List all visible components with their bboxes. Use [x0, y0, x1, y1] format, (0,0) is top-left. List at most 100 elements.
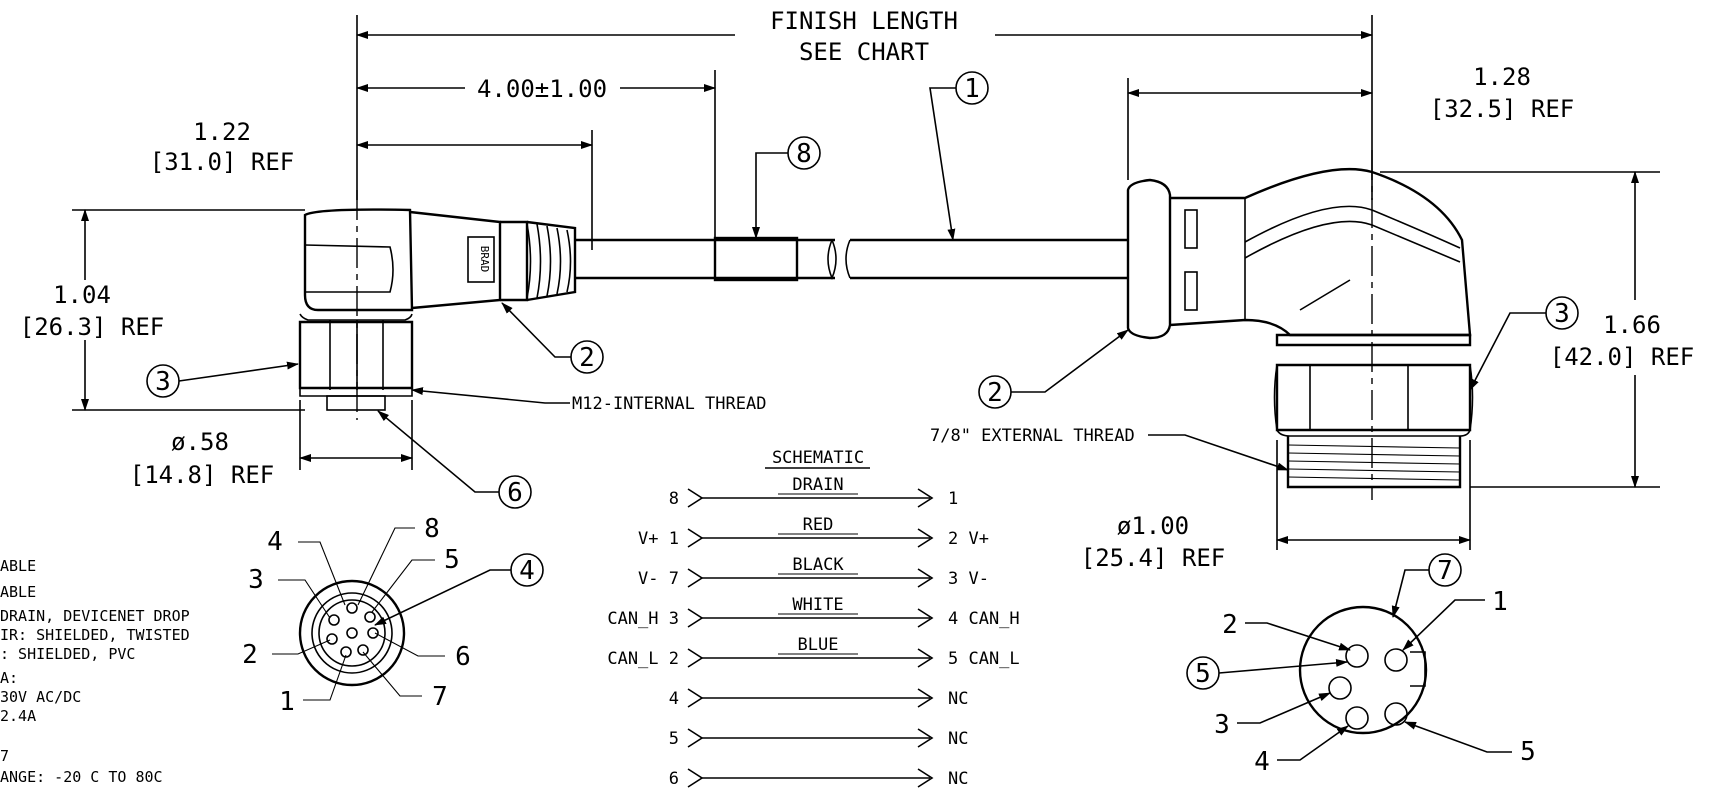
schematic-pin-arrow [917, 688, 934, 708]
note-line-8: 2.4A [0, 707, 36, 725]
note-line-10: ANGE: -20 C TO 80C [0, 768, 163, 786]
schematic-right-pin: 5 CAN_L [948, 649, 1020, 669]
right-face-view: 2 1 3 4 5 [1214, 587, 1536, 777]
brand-mark: BRAD [478, 246, 491, 273]
schematic-wire-color: RED [803, 515, 834, 535]
svg-text:3: 3 [1554, 299, 1570, 329]
left-pin-8 [346, 602, 358, 614]
schematic-wire-color: BLACK [792, 555, 844, 575]
schematic-pin-arrow [917, 768, 934, 788]
schematic-right-pin: 2 V+ [948, 529, 989, 549]
right-diameter-value: ø1.00 [1117, 512, 1189, 540]
note-line-1: ABLE [0, 557, 36, 575]
svg-text:5: 5 [1195, 659, 1211, 689]
left-height-ref: [26.3] REF [20, 313, 165, 341]
svg-text:5: 5 [1520, 737, 1536, 767]
schematic-left-pin: CAN_H 3 [607, 609, 679, 629]
schematic-pin-arrow [917, 608, 934, 628]
note-line-4: IR: SHIELDED, TWISTED [0, 626, 190, 644]
finish-length-label: FINISH LENGTH [770, 7, 958, 35]
schematic-left-pin: 6 [669, 769, 679, 788]
left-diameter-value: ø.58 [171, 428, 229, 456]
left-width-dimension: 1.22 [31.0] REF [150, 118, 593, 250]
note-line-5: : SHIELDED, PVC [0, 645, 135, 663]
strip-length-label: 4.00±1.00 [477, 75, 607, 103]
schematic-pin-arrow [917, 568, 934, 588]
svg-text:3: 3 [155, 367, 171, 397]
left-width-value: 1.22 [193, 118, 251, 146]
left-diameter-dimension: ø.58 [14.8] REF [130, 400, 413, 489]
note-line-3: DRAIN, DEVICENET DROP [0, 607, 190, 625]
callout-4: 4 [374, 553, 544, 626]
schematic-wire-color: WHITE [792, 595, 843, 615]
schematic-row: 5 NC [669, 728, 968, 749]
schematic-socket-chevron [687, 648, 704, 668]
svg-text:2: 2 [579, 343, 595, 373]
schematic-row: 4 NC [669, 688, 968, 709]
brad-logo [467, 236, 495, 283]
schematic-right-pin: NC [948, 689, 968, 709]
svg-text:1: 1 [964, 74, 980, 104]
schematic-left-pin: V+ 1 [638, 529, 679, 549]
callout-1: 1 [929, 71, 989, 241]
svg-text:2: 2 [242, 640, 258, 670]
right-78-connector [1126, 150, 1474, 500]
schematic-left-pin: 5 [669, 729, 679, 749]
schematic-socket-chevron [687, 528, 704, 548]
shrink-label [713, 236, 799, 282]
note-line-7: 30V AC/DC [0, 688, 81, 706]
svg-text:8: 8 [424, 514, 440, 544]
schematic-socket-chevron [687, 488, 704, 508]
svg-text:4: 4 [267, 527, 283, 557]
schematic-left-pin: CAN_L 2 [607, 649, 679, 669]
schematic-pin-arrow [917, 528, 934, 548]
left-width-ref: [31.0] REF [150, 148, 295, 176]
external-thread-label: 7/8" EXTERNAL THREAD [930, 426, 1289, 471]
callout-2-left: 2 [501, 302, 604, 374]
right-height-dimension: 1.66 [42.0] REF [1380, 171, 1694, 488]
finish-length-dimension: FINISH LENGTH SEE CHART [356, 7, 1373, 200]
svg-text:1: 1 [1492, 587, 1508, 617]
svg-text:8: 8 [796, 139, 812, 169]
schematic-row: CAN_L 2 BLUE 5 CAN_L [607, 635, 1019, 669]
right-width-value: 1.28 [1473, 63, 1531, 91]
right-width-ref: [32.5] REF [1430, 95, 1575, 123]
schematic-row: V+ 1 RED 2 V+ [638, 515, 989, 549]
cable [575, 236, 1128, 282]
schematic-right-pin: 3 V- [948, 569, 989, 589]
schematic-left-pin: V- 7 [638, 569, 679, 589]
strip-length-dimension: 4.00±1.00 [356, 70, 716, 240]
left-height-value: 1.04 [53, 281, 111, 309]
callout-3-right: 3 [1469, 296, 1579, 391]
svg-text:1: 1 [279, 687, 295, 717]
svg-text:6: 6 [507, 478, 523, 508]
svg-text:M12-INTERNAL THREAD: M12-INTERNAL THREAD [572, 394, 766, 414]
svg-text:4: 4 [519, 556, 535, 586]
left-height-dimension: 1.04 [26.3] REF [20, 209, 305, 411]
schematic-title: SCHEMATIC [772, 448, 864, 468]
callout-2-right: 2 [978, 329, 1129, 409]
note-line-2: ABLE [0, 583, 36, 601]
schematic-right-pin: NC [948, 729, 968, 749]
m12-thread-label: M12-INTERNAL THREAD [411, 387, 766, 414]
note-line-9: 7 [0, 747, 9, 765]
left-diameter-ref: [14.8] REF [130, 461, 275, 489]
right-height-value: 1.66 [1603, 311, 1661, 339]
svg-text:2: 2 [987, 378, 1003, 408]
callout-8: 8 [752, 136, 821, 239]
schematic-socket-chevron [687, 608, 704, 628]
schematic-wire-color: DRAIN [792, 475, 843, 495]
schematic-pin-arrow [917, 648, 934, 668]
schematic-pin-arrow [917, 728, 934, 748]
schematic-socket-chevron [687, 568, 704, 588]
note-line-6: A: [0, 669, 18, 687]
schematic-wire-color: BLUE [798, 635, 839, 655]
callout-3-left: 3 [146, 361, 299, 398]
schematic-left-pin: 4 [669, 689, 679, 709]
